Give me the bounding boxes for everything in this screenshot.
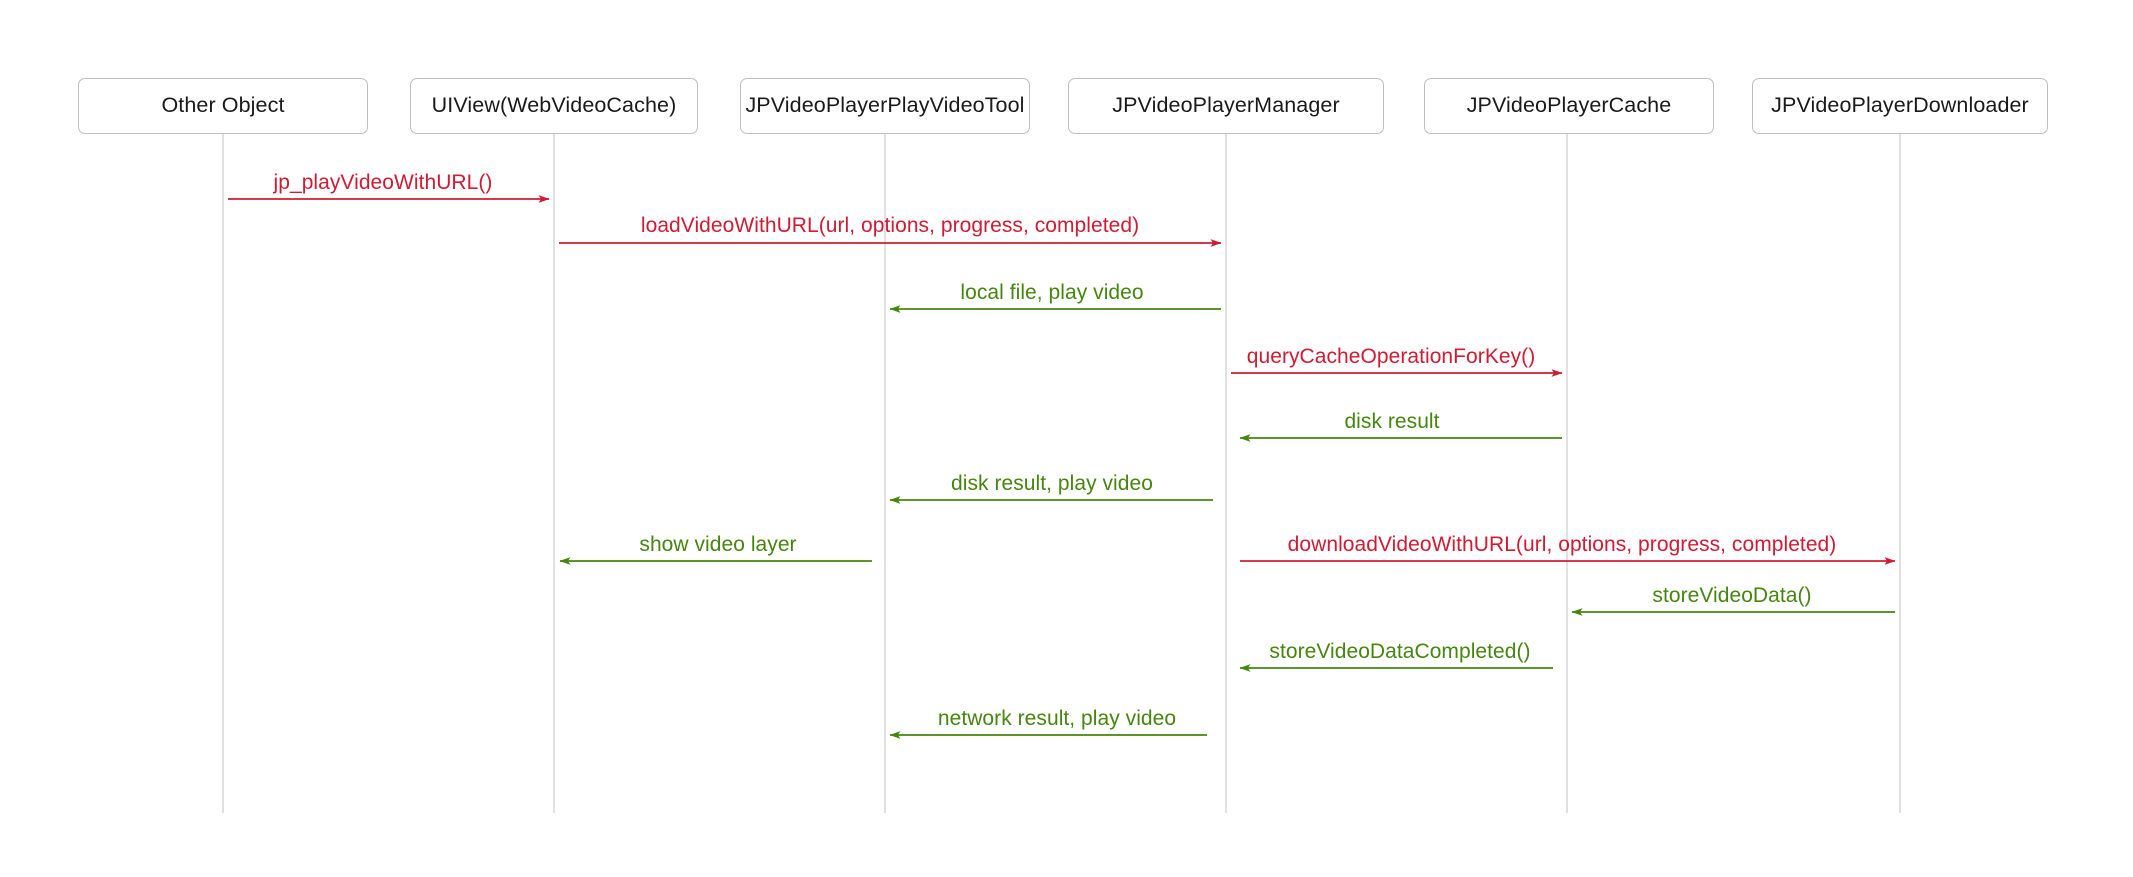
participant-label-other: Other Object xyxy=(161,93,285,118)
participant-label-uiview: UIView(WebVideoCache) xyxy=(431,93,677,118)
participant-label-cache: JPVideoPlayerCache xyxy=(1466,93,1672,118)
participant-box-downloader[interactable]: JPVideoPlayerDownloader xyxy=(1752,78,2048,134)
participant-label-manager: JPVideoPlayerManager xyxy=(1112,93,1340,118)
participant-label-playtool: JPVideoPlayerPlayVideoTool xyxy=(745,93,1025,118)
participant-box-playtool[interactable]: JPVideoPlayerPlayVideoTool xyxy=(740,78,1030,134)
participant-box-uiview[interactable]: UIView(WebVideoCache) xyxy=(410,78,698,134)
message-label-6: disk result, play video xyxy=(951,472,1153,495)
message-label-9: storeVideoData() xyxy=(1652,584,1812,607)
message-arrows-group xyxy=(228,195,1896,739)
message-label-10: storeVideoDataCompleted() xyxy=(1269,640,1531,663)
message-label-3: local file, play video xyxy=(960,281,1144,304)
message-label-1: jp_playVideoWithURL() xyxy=(273,171,493,194)
message-label-7: show video layer xyxy=(639,533,797,556)
message-label-11: network result, play video xyxy=(937,707,1177,730)
message-label-2: loadVideoWithURL(url, options, progress,… xyxy=(640,214,1140,237)
message-label-4: queryCacheOperationForKey() xyxy=(1246,345,1536,368)
message-label-5: disk result xyxy=(1344,410,1440,433)
participant-box-cache[interactable]: JPVideoPlayerCache xyxy=(1424,78,1714,134)
participant-box-other[interactable]: Other Object xyxy=(78,78,368,134)
participant-label-downloader: JPVideoPlayerDownloader xyxy=(1771,93,2029,118)
message-label-8: downloadVideoWithURL(url, options, progr… xyxy=(1287,533,1837,556)
lifelines-group xyxy=(222,134,1901,813)
participant-box-manager[interactable]: JPVideoPlayerManager xyxy=(1068,78,1384,134)
